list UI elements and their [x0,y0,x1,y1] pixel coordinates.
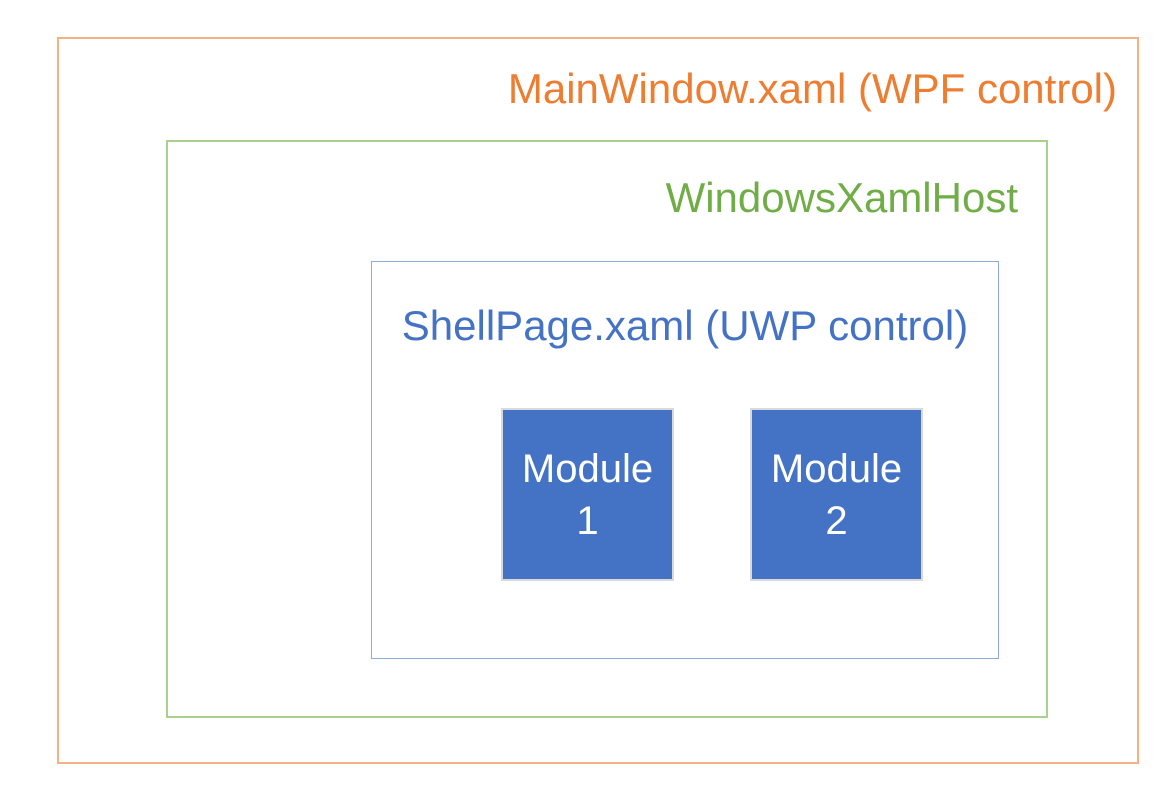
shellpage-box [371,261,999,659]
windowsxamlhost-label: WindowsXamlHost [665,174,1018,221]
mainwindow-box [57,37,1139,764]
module-2-label-line1: Module [770,446,903,491]
mainwindow-label: MainWindow.xaml (WPF control) [507,65,1117,112]
shellpage-label: ShellPage.xaml (UWP control) [401,302,969,349]
module-1-label-line1: Module [521,446,654,491]
windowsxamlhost-box [166,140,1048,718]
module-2-box: Module 2 [750,408,923,581]
module-2-label-line2: 2 [825,498,848,543]
module-1-label-line2: 1 [576,498,599,543]
module-1-box: Module 1 [501,408,674,581]
